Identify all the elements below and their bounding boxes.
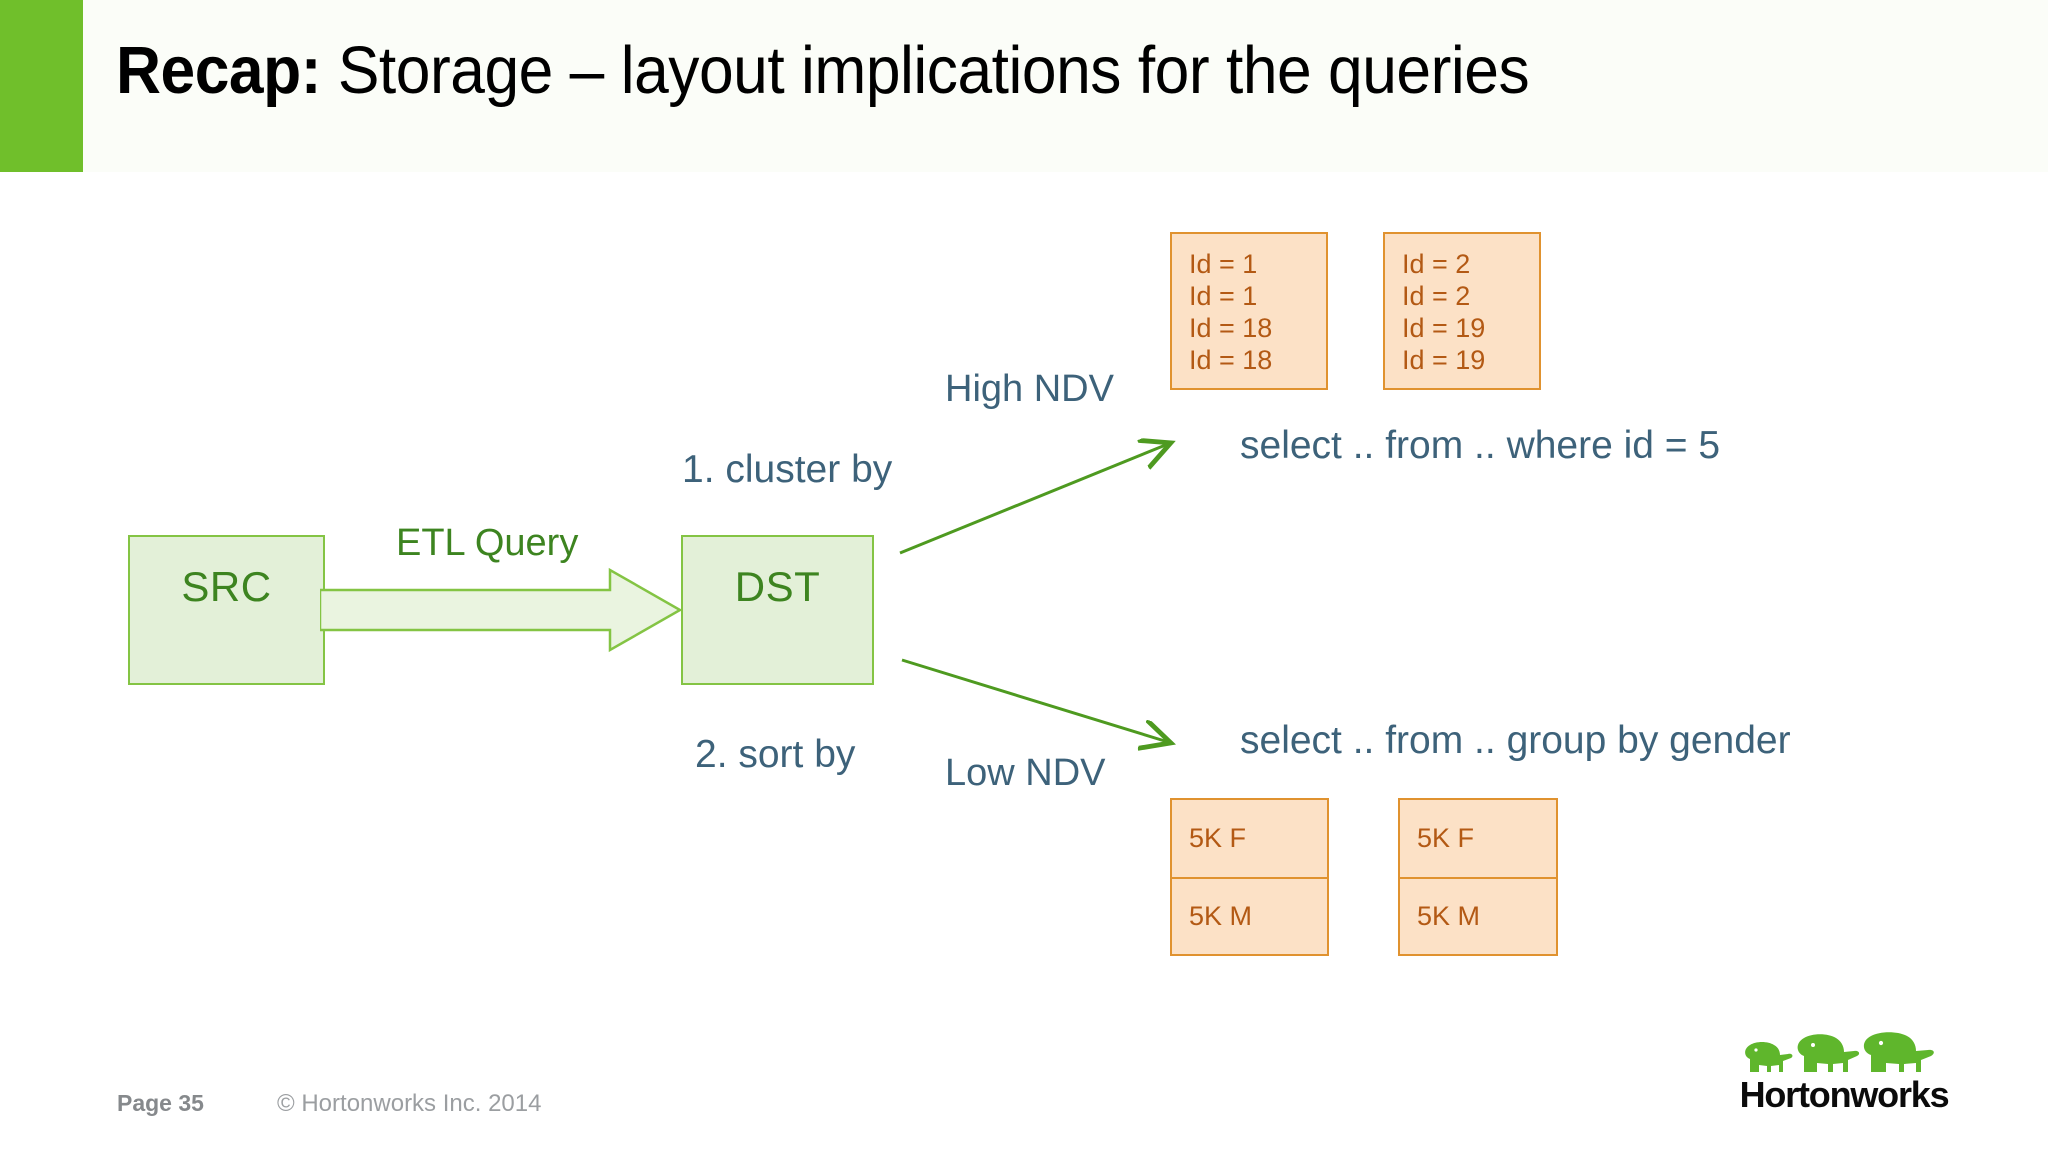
high-ndv-bucket-2: Id = 2 Id = 2 Id = 19 Id = 19 [1383,232,1541,390]
destination-table-box: DST [681,535,874,685]
slide-header-band [0,0,2048,172]
data-cell: 5K F [1172,800,1327,877]
step-1-cluster-by-label: 1. cluster by [682,448,893,491]
elephant-herd-icon [1745,1032,1934,1072]
high-ndv-bucket-1: Id = 1 Id = 1 Id = 18 Id = 18 [1170,232,1328,390]
data-row: Id = 1 [1189,249,1258,279]
low-ndv-bucket-2: 5K F 5K M [1398,798,1558,956]
data-cell: 5K F [1400,800,1556,877]
data-row: Id = 19 [1402,345,1486,375]
step-2-sort-by-label: 2. sort by [695,733,856,776]
low-ndv-query-text: select .. from .. group by gender [1240,719,1791,762]
data-row: Id = 18 [1189,345,1273,375]
page-number-label: Page 35 [117,1090,204,1116]
etl-query-label: ETL Query [396,522,579,564]
data-row: Id = 18 [1189,313,1273,343]
data-cell: 5K M [1400,877,1556,954]
brand-wordmark: Hortonworks [1739,1074,1950,1115]
high-ndv-label: High NDV [945,368,1114,410]
hortonworks-logo: Hortonworks [1738,1032,1950,1120]
copyright-label: © Hortonworks Inc. 2014 [277,1090,542,1117]
data-row: 5K F [1417,823,1475,853]
low-ndv-label: Low NDV [945,752,1106,794]
header-accent-bar [0,0,83,172]
data-row: 5K M [1189,901,1253,931]
data-row: 5K F [1189,823,1247,853]
high-ndv-query-text: select .. from .. where id = 5 [1240,424,1721,467]
data-row: Id = 2 [1402,249,1471,279]
etl-block-arrow-icon [320,567,683,653]
source-table-box: SRC [128,535,325,685]
data-row: Id = 2 [1402,281,1471,311]
page-title: Recap: Storage – layout implications for… [116,28,1855,114]
branch-arrows-icon [899,420,1200,780]
data-row: 5K M [1417,901,1481,931]
data-cell: 5K M [1172,877,1327,954]
source-table-label: SRC [181,563,272,610]
page-title-strong: Recap: [116,33,321,108]
low-ndv-bucket-1: 5K F 5K M [1170,798,1329,956]
page-title-rest: Storage – layout implications for the qu… [320,33,1530,108]
destination-table-label: DST [734,563,821,610]
data-row: Id = 19 [1402,313,1486,343]
data-row: Id = 1 [1189,281,1258,311]
